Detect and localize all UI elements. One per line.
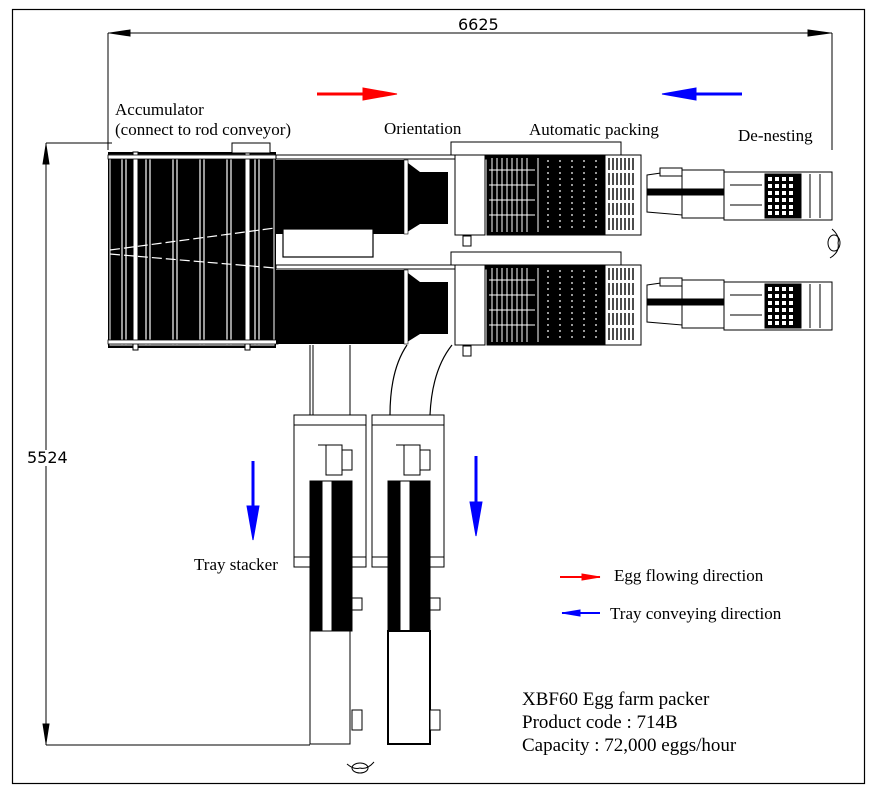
tray-stacker-right [371, 414, 445, 745]
legend-red-arrow-icon [560, 573, 601, 581]
dimension-width-line [107, 29, 833, 150]
automatic-packing-unit-bottom [486, 264, 642, 346]
label-accumulator: Accumulator [115, 100, 204, 119]
dimension-height-label: 5524 [27, 448, 68, 467]
egg-flow-arrow [317, 87, 398, 101]
drawing-frame [11, 8, 866, 785]
tray-flow-arrow-right [469, 456, 483, 537]
tray-flow-arrow-top [661, 87, 742, 101]
label-de-nesting: De-nesting [738, 126, 813, 145]
legend-blue-arrow-icon [561, 609, 600, 617]
operator-icon-right [827, 228, 841, 259]
title-product-code: Product code : 714B [522, 712, 678, 733]
legend-egg-flow-label: Egg flowing direction [614, 566, 764, 585]
de-nesting-unit-top [646, 167, 833, 221]
orientation-unit-bottom [275, 251, 622, 357]
dimension-width-label: 6625 [458, 15, 499, 34]
de-nesting-unit-bottom [646, 277, 833, 331]
label-automatic-packing: Automatic packing [529, 120, 659, 139]
tray-stacker-left [293, 414, 367, 745]
control-box [282, 228, 374, 258]
label-accumulator-note: (connect to rod conveyor) [115, 120, 292, 139]
accumulator-unit [107, 142, 279, 351]
tray-flow-arrow-left [246, 461, 260, 541]
orientation-unit-top [275, 141, 622, 247]
title-model: XBF60 Egg farm packer [522, 689, 710, 710]
title-capacity: Capacity : 72,000 eggs/hour [522, 735, 737, 756]
label-orientation: Orientation [384, 119, 462, 138]
tray-conveyor-right-curved [389, 344, 453, 416]
dimension-height-line [42, 142, 310, 746]
label-tray-stacker: Tray stacker [194, 555, 278, 574]
automatic-packing-unit-top [486, 154, 642, 236]
operator-icon-bottom [346, 761, 375, 774]
legend-tray-flow-label: Tray conveying direction [610, 604, 782, 623]
tray-conveyor-left [309, 345, 351, 415]
